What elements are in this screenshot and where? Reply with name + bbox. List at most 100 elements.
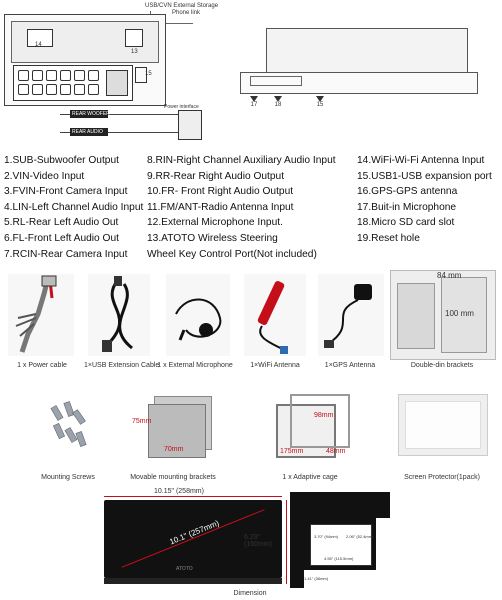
side-body-inner	[310, 524, 372, 566]
spec-item: 11.FM/ANT-Radio Antenna Input	[147, 201, 294, 213]
cage-back	[290, 394, 350, 448]
bracket-width-dim: 84 mm	[437, 271, 462, 280]
power-plug	[106, 70, 128, 96]
gps-antenna-caption: 1×GPS Antenna	[324, 362, 376, 369]
side-dim-d: 1.41" (36mm)	[304, 576, 329, 581]
rca-port	[32, 84, 43, 95]
wifi-antenna-icon	[257, 281, 288, 354]
port-label-13: 13	[131, 49, 138, 55]
gps-antenna-image	[318, 274, 384, 356]
cage-width-dim: 175mm	[280, 448, 304, 455]
port-box-15	[135, 67, 147, 83]
front-diag-dim: 10.1" (257mm)	[168, 518, 221, 547]
marker-17: 17	[248, 96, 260, 108]
port-box-13	[125, 29, 143, 47]
side-dim-a: 3.70" (94mm)	[314, 534, 339, 539]
spec-item: 8.RIN-Right Channel Auxiliary Audio Inpu…	[147, 155, 336, 166]
movable-brackets-image: 75mm 70mm	[132, 392, 222, 458]
harness-line	[60, 132, 180, 133]
rca-port	[74, 84, 85, 95]
rear-panel-diagram: USB/CVN External Storage Phone link 14 1…	[0, 0, 230, 150]
rca-port	[18, 70, 29, 81]
gps-antenna-icon	[324, 284, 372, 348]
double-din-caption: Double-din brackets	[410, 362, 474, 369]
double-din-image: 84 mm 100 mm	[390, 270, 496, 360]
spec-column-3: 14.WiFi-Wi-Fi Antenna Input 15.USB1-USB …	[357, 153, 492, 247]
accessories-row-2: Mounting Screws 75mm 70mm Movable mounti…	[0, 384, 502, 484]
spec-item: 7.RCIN-Rear Camera Input	[4, 248, 128, 260]
screws-caption: Mounting Screws	[41, 474, 95, 481]
microphone-icon	[175, 298, 222, 341]
port-label-15: 15	[145, 71, 152, 77]
front-width-dim-line	[104, 496, 282, 497]
side-top	[304, 492, 390, 518]
screen-protector-caption: Screen Protector(1pack)	[404, 474, 480, 481]
rear-audio-tag	[70, 128, 108, 136]
usb-cable-icon	[102, 276, 133, 352]
screen-protector-image	[398, 394, 488, 456]
marker-15-label: 15	[316, 102, 324, 108]
power-cable-image	[8, 274, 74, 356]
side-screen	[290, 492, 304, 588]
unit-top-body	[266, 28, 468, 78]
phone-link-label: Phone link	[172, 10, 201, 16]
spec-item: 14.WiFi-Wi-Fi Antenna Input	[357, 155, 485, 166]
rca-port	[60, 84, 71, 95]
movable-bracket-front	[148, 404, 206, 458]
bracket-height-dim: 100 mm	[445, 309, 474, 318]
spec-item: Wheel Key Control Port(Not included)	[147, 248, 317, 260]
power-cable-caption: 1 x Power cable	[17, 362, 67, 369]
rear-woofer-label: REAR WOOFER	[72, 111, 110, 117]
port-label-14: 14	[35, 42, 42, 48]
side-panel-diagram: 17 18 15	[230, 20, 492, 110]
cage-image: 98mm 175mm 48mm	[270, 390, 360, 460]
spec-item: 3.FVIN-Front Camera Input	[4, 186, 128, 198]
rear-woofer-tag	[70, 110, 108, 118]
screen-protector-sheet	[405, 401, 481, 449]
cage-height-dim: 98mm	[314, 412, 334, 419]
front-height-line	[286, 500, 287, 584]
usb-storage-label: USB/CVN External Storage	[145, 3, 219, 9]
spec-item: 4.LIN-Left Channel Audio Input	[4, 201, 144, 213]
spec-item: 5.RL-Rear Left Audio Out	[4, 217, 119, 229]
microphone-caption: 1 x External Microphone	[157, 362, 233, 369]
rca-port	[88, 84, 99, 95]
spec-item: 13.ATOTO Wireless Steering	[147, 232, 278, 244]
side-view: 3.70" (94mm) 2.06" (52.4mm) 4.55" (115.5…	[290, 492, 398, 588]
harness-line	[60, 114, 180, 115]
arrow-down-icon	[274, 96, 282, 102]
front-screen: 10.1" (257mm) ATOTO	[104, 500, 282, 578]
marker-18: 18	[272, 96, 284, 108]
spec-item: 10.FR- Front Right Audio Output	[147, 186, 294, 198]
rca-port	[60, 70, 71, 81]
rca-port	[74, 70, 85, 81]
screws-icon	[50, 401, 87, 447]
movable-width-dim: 70mm	[164, 446, 184, 453]
power-interface-label: Power interface	[164, 104, 199, 110]
front-width-dim: 10.15" (258mm)	[154, 488, 204, 495]
spec-item: 6.FL-Front Left Audio Out	[4, 232, 119, 244]
spec-item: 2.VIN-Video Input	[4, 170, 85, 182]
marker-15: 15	[314, 96, 326, 108]
unit-front-face	[240, 72, 478, 94]
rca-port	[18, 84, 29, 95]
cage-depth-dim: 48mm	[326, 448, 346, 455]
spec-item: 18.Micro SD card slot	[357, 217, 455, 229]
front-brand: ATOTO	[176, 566, 193, 572]
slot-strip	[250, 76, 302, 86]
accessories-row-1: 1 x Power cable 1×USB Extension Cable 1 …	[0, 268, 502, 378]
rear-chassis: 14 13 15	[4, 14, 166, 106]
marker-17-label: 17	[250, 102, 258, 108]
bracket-left	[397, 283, 435, 349]
front-height-dim: 6.29" (160mm)	[244, 534, 273, 548]
spec-item: 12.External Microphone Input.	[147, 217, 283, 229]
spec-item: 15.USB1-USB expansion port	[357, 170, 492, 182]
dimension-title: Dimension	[233, 590, 267, 597]
microphone-image	[166, 274, 230, 356]
front-button-bar	[104, 578, 282, 584]
wifi-antenna-image	[244, 274, 306, 356]
rca-port	[46, 84, 57, 95]
rca-port	[32, 70, 43, 81]
dimension-section: 10.15" (258mm) 10.1" (257mm) ATOTO 6.29"…	[0, 484, 502, 600]
port-box-14	[27, 29, 53, 47]
